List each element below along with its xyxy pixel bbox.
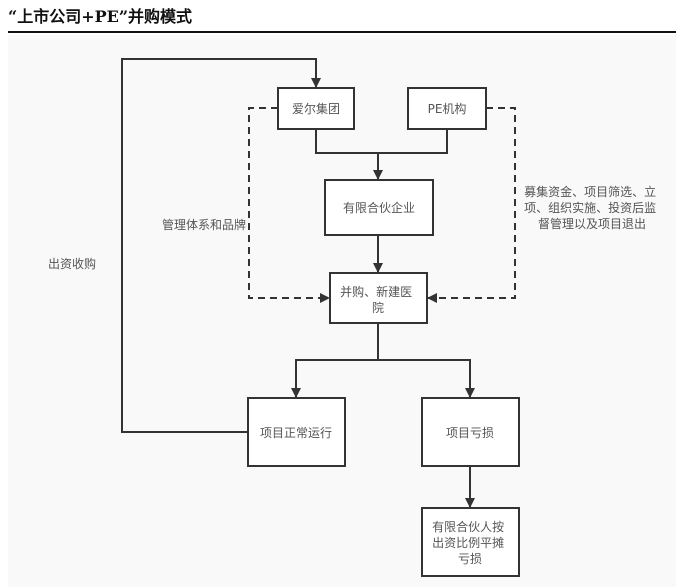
node-loss-box[interactable] bbox=[421, 397, 520, 467]
node-lp-box[interactable] bbox=[324, 179, 434, 236]
edge-label-invest: 出资收购 bbox=[48, 256, 96, 271]
node-loss-label: 项目亏损 bbox=[446, 426, 494, 440]
node-loss-label-line: 项目亏损 bbox=[446, 426, 494, 440]
edge-pe-merge bbox=[378, 129, 448, 154]
node-lp-label-line: 有限合伙企业 bbox=[343, 200, 415, 215]
node-hospital-label-line: 院 bbox=[372, 301, 384, 315]
node-hospital-label-line: 并购、新建医 bbox=[340, 284, 412, 299]
edge-label-pe-role: 募集资金、项目筛选、立 项、组织实施、投资后监 督管理以及项目退出 bbox=[524, 184, 660, 231]
node-normal-box[interactable] bbox=[247, 397, 346, 467]
node-aier-label-line: 爱尔集团 bbox=[292, 101, 340, 116]
edge-label-pe-role-line: 项、组织实施、投资后监 bbox=[524, 200, 656, 215]
node-share-label: 有限合伙人按 出资比例平摊 亏损 bbox=[432, 519, 508, 566]
title-divider bbox=[8, 31, 676, 33]
node-share-box[interactable] bbox=[421, 507, 520, 577]
edge-normal-to-aier bbox=[121, 58, 321, 433]
node-pe-label: PE机构 bbox=[428, 101, 467, 116]
node-share-label-line: 有限合伙人按 bbox=[432, 519, 504, 534]
node-pe-label-line: PE机构 bbox=[428, 101, 467, 116]
node-share-label-line: 出资比例平摊 bbox=[432, 536, 504, 550]
node-hospital-label: 并购、新建医 院 bbox=[340, 284, 416, 315]
edge-aier-merge bbox=[315, 129, 378, 154]
node-hospital-box[interactable] bbox=[329, 272, 428, 324]
node-normal-label: 项目正常运行 bbox=[260, 426, 332, 440]
edge-pe-role-dashed bbox=[427, 107, 516, 303]
edge-label-invest-line: 出资收购 bbox=[48, 256, 96, 271]
edge-label-pe-role-line: 督管理以及项目退出 bbox=[538, 216, 646, 231]
edge-label-pe-role-line: 募集资金、项目筛选、立 bbox=[524, 184, 656, 199]
node-share-label-line: 亏损 bbox=[458, 552, 482, 566]
edge-aier-mgmt-dashed bbox=[248, 107, 330, 303]
edge-label-mgmt: 管理体系和品牌 bbox=[162, 217, 246, 232]
node-aier-box[interactable] bbox=[277, 87, 355, 130]
node-pe-box[interactable] bbox=[407, 87, 487, 130]
edge-label-mgmt-line: 管理体系和品牌 bbox=[162, 217, 246, 232]
edge-hospital-split bbox=[291, 323, 379, 398]
page-title: “上市公司+PE”并购模式 bbox=[8, 7, 193, 26]
node-aier-label: 爱尔集团 bbox=[292, 101, 340, 116]
node-normal-label-line: 项目正常运行 bbox=[260, 426, 332, 440]
edge-hospital-to-loss bbox=[378, 359, 475, 398]
node-lp-label: 有限合伙企业 bbox=[343, 200, 415, 215]
